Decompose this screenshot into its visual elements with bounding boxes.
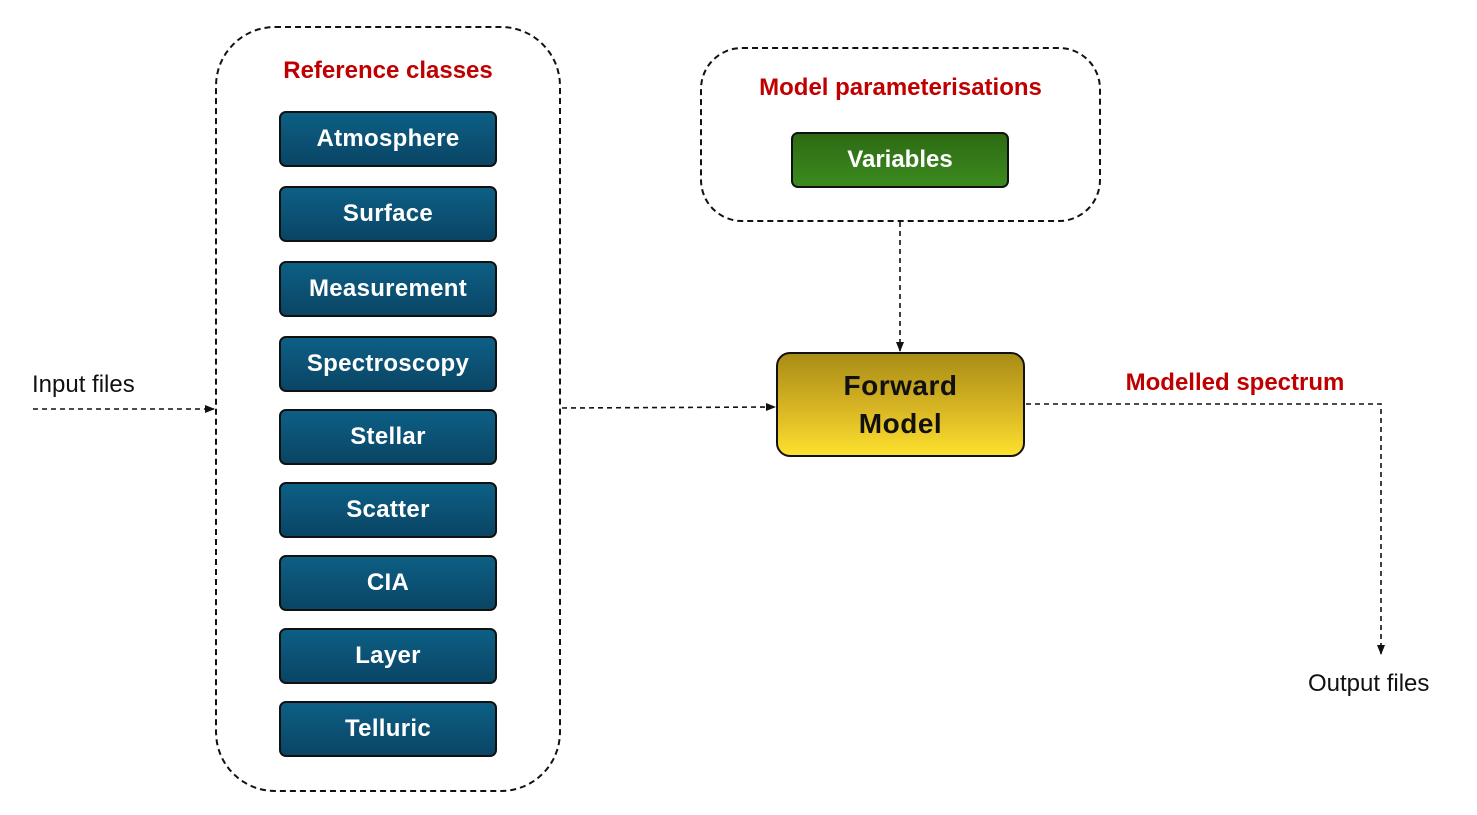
reference-to-forward-arrow xyxy=(561,403,776,412)
class-box-scatter: Scatter xyxy=(279,482,497,538)
class-box-telluric: Telluric xyxy=(279,701,497,757)
model-parameterisations-group xyxy=(700,47,1101,222)
class-box-surface: Surface xyxy=(279,186,497,242)
class-box-atmosphere: Atmosphere xyxy=(279,111,497,167)
reference-classes-group xyxy=(215,26,561,792)
modelled-spectrum-label: Modelled spectrum xyxy=(1125,369,1345,396)
forward-model-line-1: Forward xyxy=(843,369,958,401)
class-box-layer: Layer xyxy=(279,628,497,684)
reference-classes-title: Reference classes xyxy=(283,57,493,84)
variables-box: Variables xyxy=(791,132,1009,188)
model-parameterisations-title: Model parameterisations xyxy=(759,74,1042,101)
class-box-spectroscopy: Spectroscopy xyxy=(279,336,497,392)
forward-to-output-arrow xyxy=(1026,403,1385,655)
forward-model-box: Forward Model xyxy=(776,352,1025,457)
class-box-cia: CIA xyxy=(279,555,497,611)
class-box-stellar: Stellar xyxy=(279,409,497,465)
input-files-label: Input files xyxy=(32,371,135,398)
forward-model-line-2: Model xyxy=(858,407,943,439)
class-box-measurement: Measurement xyxy=(279,261,497,317)
output-files-label: Output files xyxy=(1308,670,1430,697)
